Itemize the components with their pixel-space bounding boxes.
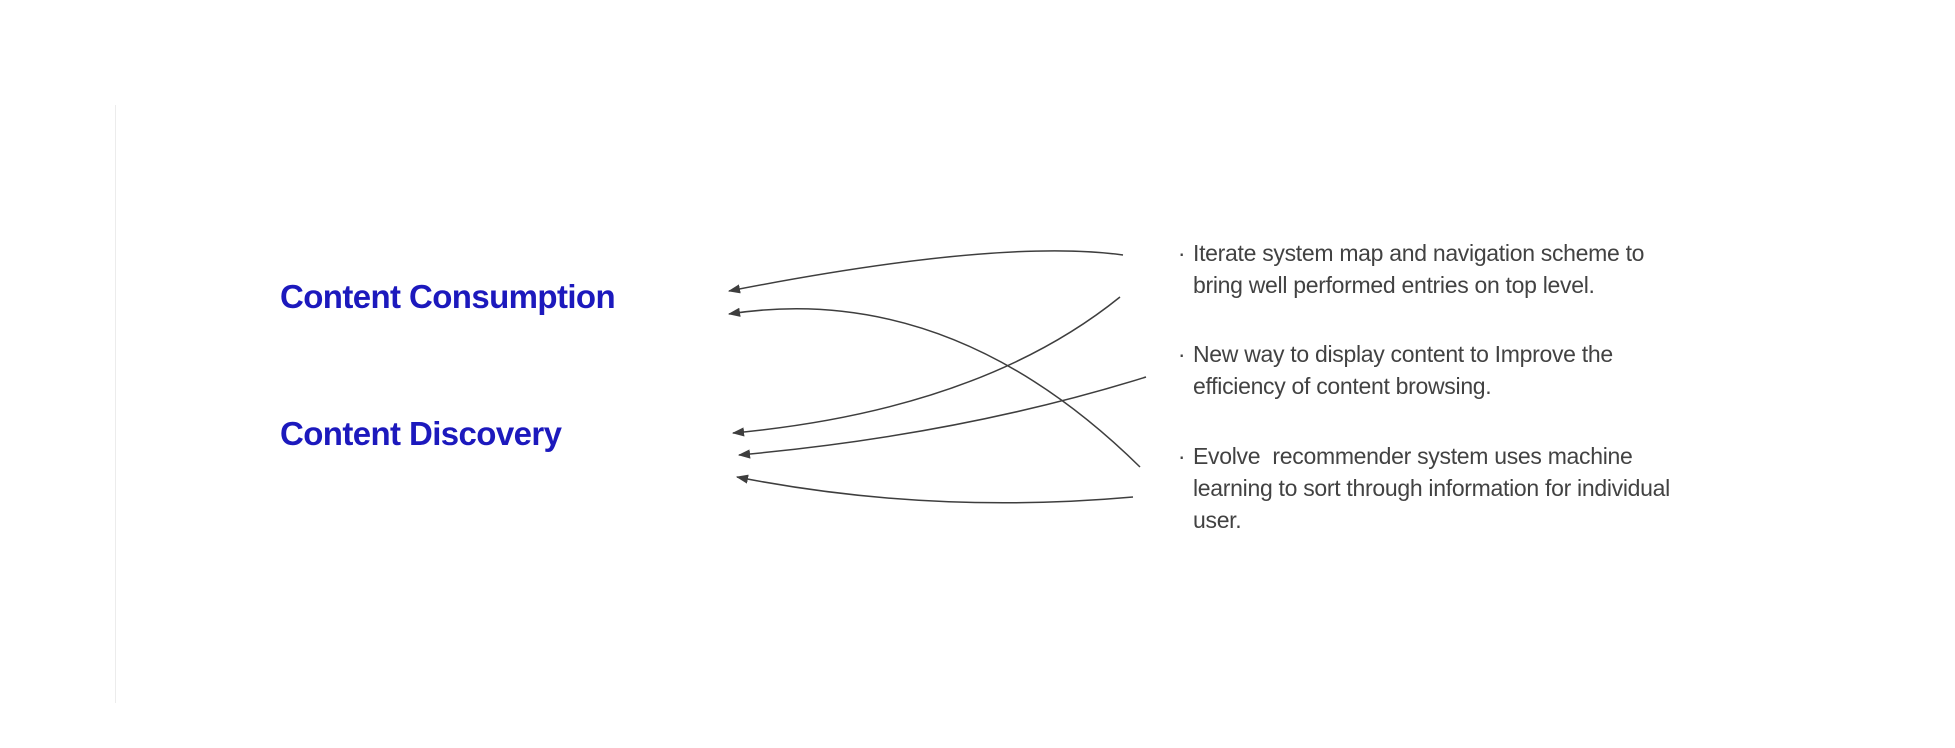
arrow-bullet-1-to-content-consumption xyxy=(727,250,1124,294)
bullet-text: New way to display content to Improve th… xyxy=(1193,338,1613,402)
bullet-icon: · xyxy=(1177,341,1186,367)
bullet-text-line: efficiency of content browsing. xyxy=(1193,373,1492,399)
bullet-text-line: learning to sort through information for… xyxy=(1193,475,1670,501)
arrow-bullet-2-to-content-discovery xyxy=(737,376,1147,459)
bullet-text-line: New way to display content to Improve th… xyxy=(1193,341,1613,367)
bullet-icon: · xyxy=(1177,240,1186,266)
heading-content-consumption: Content Consumption xyxy=(280,278,616,315)
bullet-icon: · xyxy=(1177,443,1186,469)
bullet-text-line: user. xyxy=(1193,507,1242,533)
heading-content-discovery: Content Discovery xyxy=(280,415,562,452)
bullet-text: Evolve recommender system uses machine l… xyxy=(1193,440,1670,536)
list-item-iterate-system-map: · Iterate system map and navigation sche… xyxy=(1170,237,1645,301)
arrow-bullet-3-to-content-consumption xyxy=(727,307,1141,468)
bullet-text: Iterate system map and navigation scheme… xyxy=(1193,237,1644,301)
list-item-evolve-recommender: · Evolve recommender system uses machine… xyxy=(1170,440,1670,536)
list-item-new-way-display: · New way to display content to Improve … xyxy=(1170,338,1613,402)
slide-left-edge-line xyxy=(115,105,116,703)
arrow-bullet-1-to-content-discovery xyxy=(731,296,1121,437)
bullet-text-line: Iterate system map and navigation scheme… xyxy=(1193,240,1645,266)
arrow-bullet-3-to-content-discovery xyxy=(735,474,1134,504)
bullet-text-line: Evolve recommender system uses machine xyxy=(1193,443,1633,469)
bullet-text-line: bring well performed entries on top leve… xyxy=(1193,272,1595,298)
